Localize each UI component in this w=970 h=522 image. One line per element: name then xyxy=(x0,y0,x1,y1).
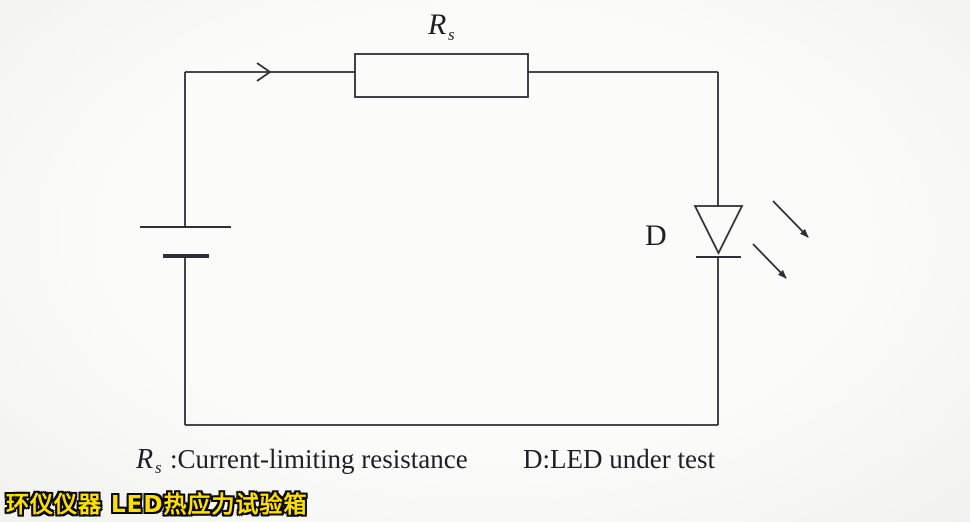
led-triangle xyxy=(693,205,744,256)
battery-symbol xyxy=(140,226,231,258)
resistor-symbol: R s xyxy=(354,8,529,98)
light-ray-arrow-icon xyxy=(752,243,787,279)
circuit-wires xyxy=(184,71,719,426)
resistor-label-subscript: s xyxy=(448,25,455,44)
caption-text-led: D:LED under test xyxy=(523,444,715,474)
caption: R s :Current-limiting resistance D:LED u… xyxy=(135,444,715,477)
light-ray-arrow-icon xyxy=(772,200,809,238)
current-arrow-icon xyxy=(256,62,272,82)
resistor-body xyxy=(354,53,529,98)
caption-text-resistor: :Current-limiting resistance xyxy=(170,444,468,474)
diode-label: D xyxy=(645,219,667,252)
caption-r-subscript: s xyxy=(155,458,162,477)
watermark-text: 环仪仪器 LED热应力试验箱 xyxy=(6,492,308,518)
caption-r: R xyxy=(135,444,153,475)
led-symbol: D xyxy=(645,200,809,279)
resistor-label: R xyxy=(427,8,446,41)
